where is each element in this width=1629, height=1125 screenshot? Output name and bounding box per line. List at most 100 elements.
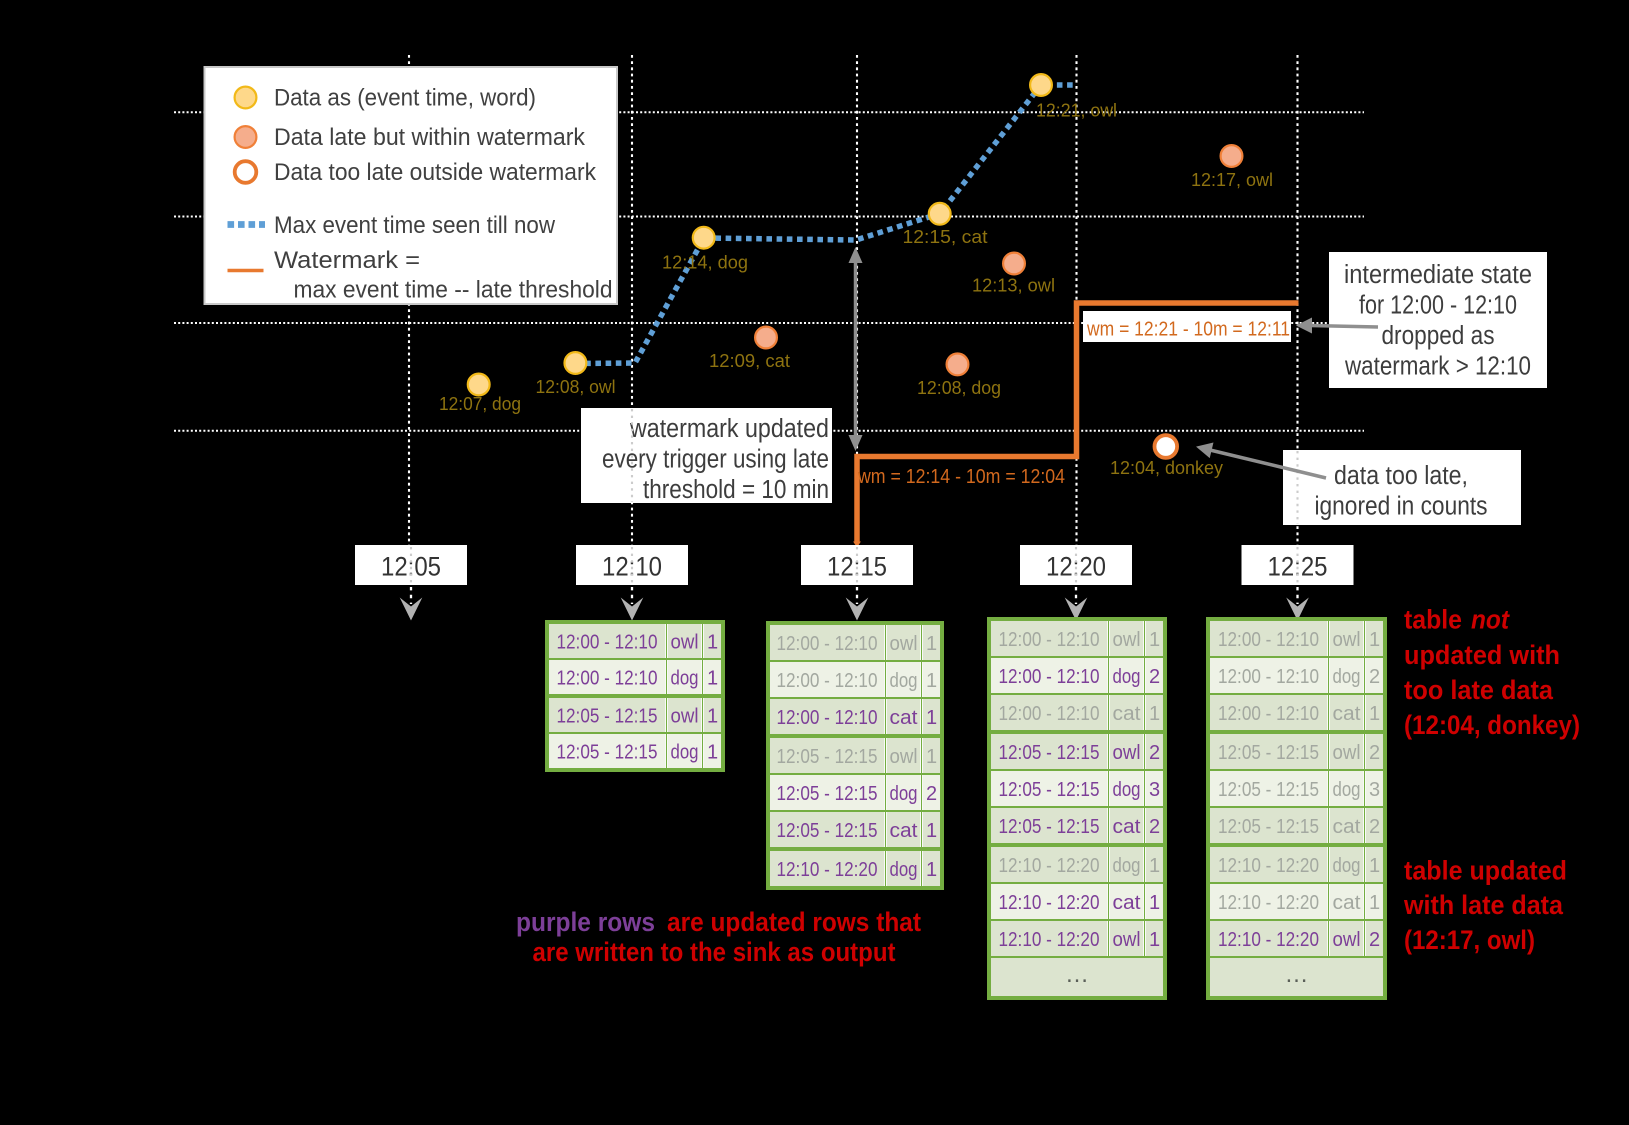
svg-text:12:05: 12:05 (381, 552, 441, 582)
svg-text:Max event time seen till now: Max event time seen till now (274, 212, 556, 239)
svg-text:1: 1 (707, 742, 718, 764)
svg-text:updated with: updated with (1404, 640, 1560, 670)
svg-text:cat: cat (1113, 892, 1141, 914)
svg-text:1: 1 (707, 706, 718, 728)
svg-text:12:21, owl: 12:21, owl (1036, 101, 1117, 121)
svg-text:12:05 - 12:15: 12:05 - 12:15 (1218, 779, 1319, 801)
svg-text:dropped as: dropped as (1382, 322, 1495, 350)
svg-text:12:00 - 12:10: 12:00 - 12:10 (1218, 703, 1319, 725)
svg-text:cat: cat (1333, 703, 1361, 725)
svg-text:12:00 - 12:10: 12:00 - 12:10 (777, 633, 878, 655)
svg-text:12:10 - 12:20: 12:10 - 12:20 (1218, 855, 1319, 877)
svg-text:12:00 - 12:10: 12:00 - 12:10 (557, 668, 658, 690)
svg-text:are written to the sink as out: are written to the sink as output (533, 937, 896, 967)
svg-text:data too late,: data too late, (1334, 462, 1468, 490)
svg-text:1: 1 (1149, 629, 1160, 651)
svg-text:2: 2 (1369, 929, 1380, 951)
svg-text:12:15, cat: 12:15, cat (903, 227, 988, 247)
svg-text:dog: dog (1333, 779, 1361, 801)
svg-text:cat: cat (1113, 703, 1141, 725)
svg-text:max event time -- late thresho: max event time -- late threshold (294, 277, 613, 304)
svg-text:too late data: too late data (1404, 675, 1554, 705)
svg-text:dog: dog (1113, 855, 1141, 877)
svg-text:(12:04, donkey): (12:04, donkey) (1404, 710, 1580, 740)
svg-text:12:10 - 12:20: 12:10 - 12:20 (999, 929, 1100, 951)
svg-text:1: 1 (926, 633, 937, 655)
svg-text:cat: cat (890, 820, 918, 842)
svg-text:table updated: table updated (1404, 856, 1567, 886)
svg-text:owl: owl (890, 633, 918, 655)
svg-text:12:00 - 12:10: 12:00 - 12:10 (999, 666, 1100, 688)
svg-text:owl: owl (1333, 929, 1361, 951)
svg-text:12:00 - 12:10: 12:00 - 12:10 (1218, 666, 1319, 688)
svg-text:owl: owl (1113, 929, 1141, 951)
svg-text:table: table (1404, 605, 1462, 635)
svg-text:2: 2 (1149, 742, 1160, 764)
svg-text:12:15: 12:15 (827, 552, 887, 582)
svg-text:1: 1 (707, 668, 718, 690)
svg-text:dog: dog (1113, 779, 1141, 801)
svg-text:3: 3 (1369, 779, 1380, 801)
svg-text:dog: dog (890, 670, 918, 692)
svg-text:wm = 12:14 - 10m = 12:04: wm = 12:14 - 10m = 12:04 (857, 466, 1065, 488)
svg-text:1: 1 (1149, 855, 1160, 877)
svg-text:12:10 - 12:20: 12:10 - 12:20 (777, 859, 878, 881)
svg-text:12:10 - 12:20: 12:10 - 12:20 (1218, 929, 1319, 951)
svg-text:every trigger using late: every trigger using late (602, 446, 829, 474)
svg-text:1: 1 (926, 670, 937, 692)
svg-text:1: 1 (1149, 892, 1160, 914)
svg-text:12:00 - 12:10: 12:00 - 12:10 (777, 707, 878, 729)
svg-text:owl: owl (890, 746, 918, 768)
svg-text:Data late but within watermark: Data late but within watermark (274, 124, 586, 151)
svg-text:1: 1 (1149, 703, 1160, 725)
svg-text:12:07, dog: 12:07, dog (439, 394, 521, 414)
svg-text:12:05 - 12:15: 12:05 - 12:15 (777, 783, 878, 805)
svg-text:not: not (1471, 605, 1510, 635)
svg-text:threshold = 10 min: threshold = 10 min (643, 476, 829, 504)
svg-text:12:00 - 12:10: 12:00 - 12:10 (777, 670, 878, 692)
svg-text:owl: owl (1333, 742, 1361, 764)
svg-text:2: 2 (1149, 816, 1160, 838)
svg-text:1: 1 (1369, 855, 1380, 877)
svg-text:12:05 - 12:15: 12:05 - 12:15 (999, 779, 1100, 801)
svg-text:cat: cat (890, 707, 918, 729)
svg-text:Data as (event time, word): Data as (event time, word) (274, 85, 536, 112)
svg-text:1: 1 (1369, 629, 1380, 651)
svg-text:are updated rows that: are updated rows that (667, 907, 921, 937)
svg-text:1: 1 (707, 632, 718, 654)
svg-text:12:17, owl: 12:17, owl (1191, 170, 1273, 190)
svg-text:3: 3 (1149, 779, 1160, 801)
svg-text:12:20: 12:20 (1046, 552, 1106, 582)
svg-text:intermediate state: intermediate state (1344, 261, 1532, 289)
svg-text:purple rows: purple rows (516, 907, 655, 937)
svg-text:owl: owl (1333, 629, 1361, 651)
svg-text:…: … (1285, 961, 1309, 988)
svg-text:12:00 - 12:10: 12:00 - 12:10 (999, 629, 1100, 651)
svg-text:12:05 - 12:15: 12:05 - 12:15 (1218, 816, 1319, 838)
svg-text:watermark updated: watermark updated (629, 415, 829, 443)
svg-text:12:25: 12:25 (1268, 552, 1328, 582)
svg-text:12:08, dog: 12:08, dog (917, 378, 1001, 398)
svg-text:2: 2 (926, 783, 937, 805)
svg-text:12:05 - 12:15: 12:05 - 12:15 (557, 742, 658, 764)
svg-text:cat: cat (1113, 816, 1141, 838)
svg-text:12:05 - 12:15: 12:05 - 12:15 (999, 742, 1100, 764)
svg-text:dog: dog (671, 742, 699, 764)
svg-text:12:00 - 12:10: 12:00 - 12:10 (557, 632, 658, 654)
svg-text:12:10 - 12:20: 12:10 - 12:20 (999, 892, 1100, 914)
svg-text:12:05 - 12:15: 12:05 - 12:15 (777, 820, 878, 842)
svg-text:dog: dog (1113, 666, 1141, 688)
svg-text:12:05 - 12:15: 12:05 - 12:15 (999, 816, 1100, 838)
svg-text:owl: owl (671, 632, 699, 654)
svg-text:owl: owl (1113, 629, 1141, 651)
svg-text:Data too late outside watermar: Data too late outside watermark (274, 159, 597, 186)
svg-text:Watermark =: Watermark = (274, 247, 420, 274)
svg-text:12:08, owl: 12:08, owl (536, 377, 616, 397)
svg-text:dog: dog (890, 783, 918, 805)
svg-text:12:13, owl: 12:13, owl (972, 276, 1055, 296)
svg-text:dog: dog (1333, 855, 1361, 877)
svg-text:12:05 - 12:15: 12:05 - 12:15 (1218, 742, 1319, 764)
svg-text:1: 1 (926, 746, 937, 768)
svg-text:owl: owl (671, 706, 699, 728)
svg-text:12:04, donkey: 12:04, donkey (1110, 458, 1223, 478)
